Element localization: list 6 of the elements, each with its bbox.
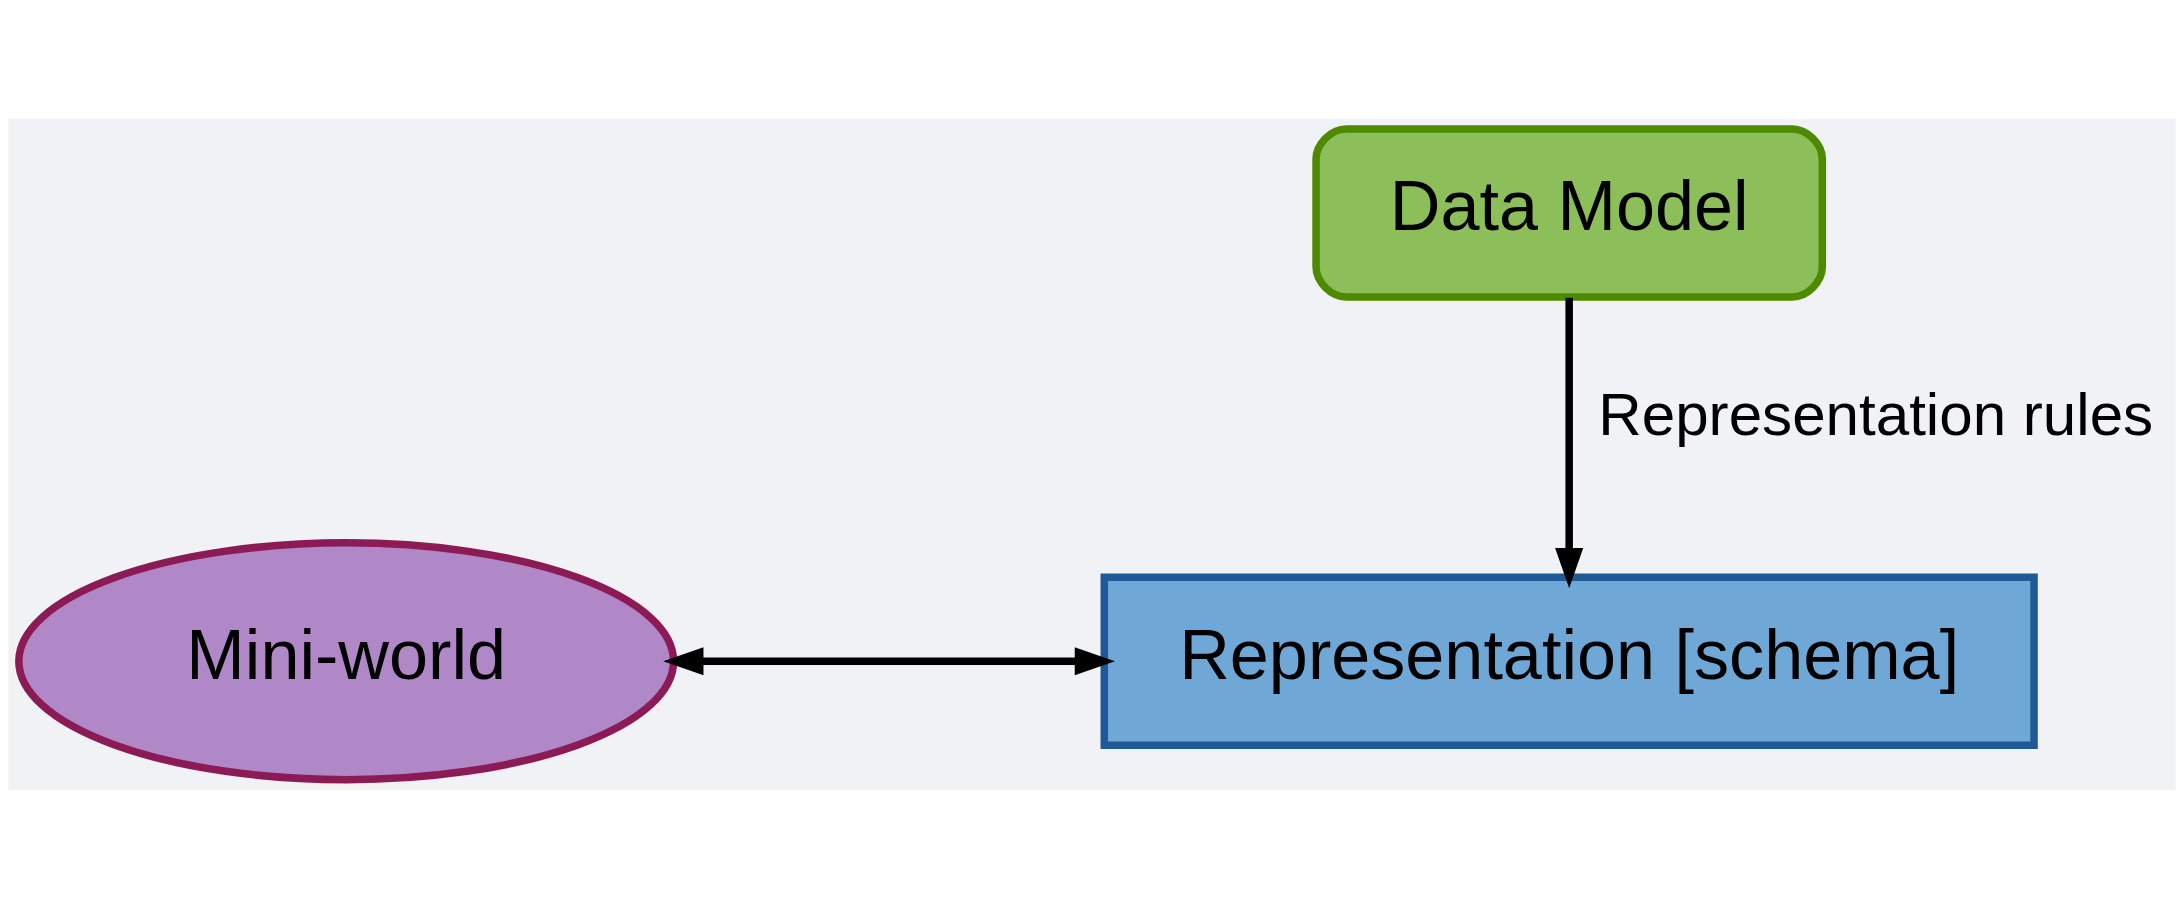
node-box: Data Model: [1312, 125, 1827, 301]
node-box: Representation [schema]: [1100, 573, 2038, 749]
edge-label: Representation rules: [1598, 381, 2154, 449]
arrow: [1555, 297, 1584, 589]
node-ellipse: Mini-world: [15, 539, 678, 784]
arrow: [663, 647, 1115, 676]
